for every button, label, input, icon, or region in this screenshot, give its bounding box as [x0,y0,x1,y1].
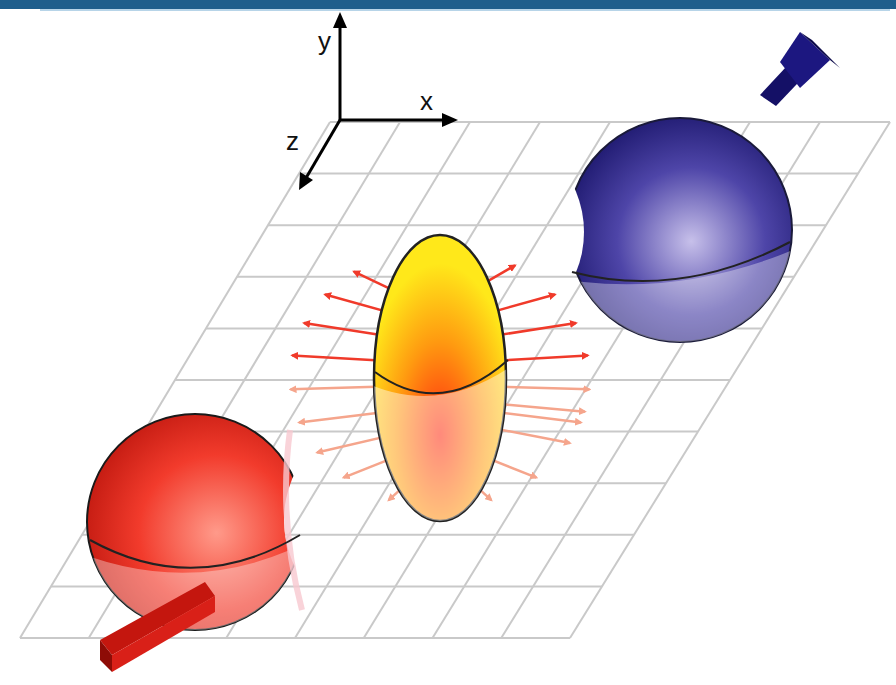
axis-label: y [318,28,331,54]
blue-nucleus [568,32,840,342]
red-nucleus [87,414,303,672]
top-banner [0,0,896,9]
axes [299,12,458,190]
axis-label: z [286,128,299,154]
collision-zone [374,235,508,521]
axis-label: x [420,88,433,114]
grid-line [330,121,890,123]
